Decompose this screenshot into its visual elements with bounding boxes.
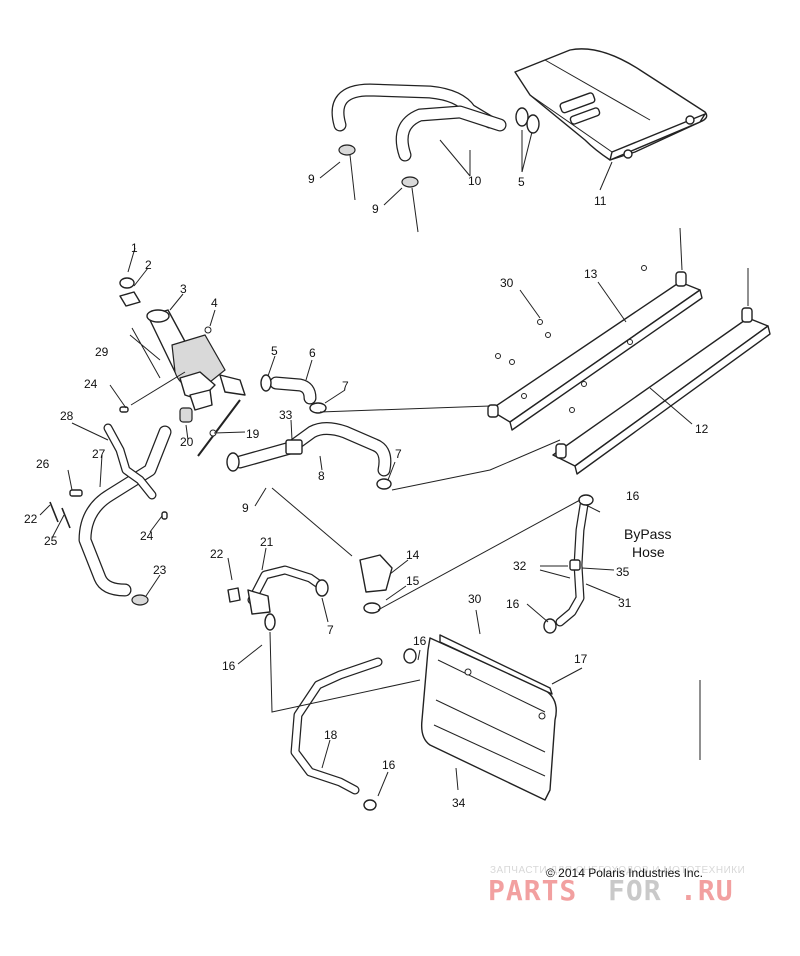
elbow-14-15 [359,554,393,614]
callout-11: 11 [594,194,607,208]
bypass-hose-note: ByPass Hose [624,526,671,560]
callout-5b: 5 [271,344,278,358]
callout-16e: 16 [626,489,640,503]
callout-23: 23 [153,563,167,577]
callout-7b: 7 [395,447,402,461]
callout-28: 28 [60,409,74,423]
bypass-tube-8 [226,422,392,490]
watermark-brand-parts: PARTS [488,874,577,907]
leader-lines-top [319,130,613,233]
hose-21-assembly [227,565,329,631]
callout-18: 18 [324,728,338,742]
callout-24b: 24 [140,529,154,543]
copyright-notice: © 2014 Polaris Industries Inc. [546,866,703,880]
callout-25: 25 [44,534,58,548]
watermark-brand-ru: .RU [680,874,734,907]
callout-16a: 16 [222,659,236,673]
watermark: ЗАПЧАСТИ ДЛЯ СНЕГОХОДОВ И МОТОТЕХНИКИ PA… [488,865,745,907]
callout-7a: 7 [342,379,349,393]
callout-3: 3 [180,282,187,296]
fastener-dots [495,265,647,413]
callout-14: 14 [406,548,420,562]
callout-2: 2 [145,258,152,272]
note-bypass: ByPass [624,526,671,542]
heat-exchanger-plate [514,48,708,161]
callout-30b: 30 [468,592,482,606]
callout-9b: 9 [372,202,379,216]
cooler-rails [487,271,771,475]
callout-31: 31 [618,596,632,610]
lower-hose-left [78,423,172,606]
callout-labels: 1 2 3 4 5 6 7 29 24 28 20 19 33 27 26 22… [24,172,709,810]
hose-18 [290,657,383,811]
callout-13: 13 [584,267,598,281]
callout-29: 29 [95,345,109,359]
exchanger-hoses [331,83,507,162]
callout-15: 15 [406,574,420,588]
bypass-hose-31 [543,494,594,634]
note-hose: Hose [632,544,665,560]
callout-35: 35 [616,565,630,579]
thermostat-outlet-hose [260,374,327,414]
callout-20: 20 [180,435,194,449]
callout-5a: 5 [518,175,525,189]
leader-lines-main [39,247,701,797]
callout-9a: 9 [308,172,315,186]
callout-8: 8 [318,469,325,483]
callout-6: 6 [309,346,316,360]
callout-34: 34 [452,796,466,810]
callout-10: 10 [468,174,482,188]
small-pins-left [49,489,83,529]
watermark-tagline: ЗАПЧАСТИ ДЛЯ СНЕГОХОДОВ И МОТОТЕХНИКИ [490,865,745,876]
callout-22a: 22 [24,512,38,526]
callout-16b: 16 [382,758,396,772]
callout-24a: 24 [84,377,98,391]
callout-30a: 30 [500,276,514,290]
callout-33: 33 [279,408,293,422]
callout-26: 26 [36,457,50,471]
callout-16d: 16 [506,597,520,611]
radiator-panel-17 [403,634,557,801]
callout-9c: 9 [242,501,249,515]
callout-16c: 16 [413,634,427,648]
callout-22b: 22 [210,547,224,561]
leader-lines-rails [519,227,749,425]
watermark-brand-for: FOR [608,874,662,907]
callout-27: 27 [92,447,106,461]
callout-19: 19 [246,427,260,441]
callout-1: 1 [131,241,138,255]
hose-clamps-top [515,107,540,134]
filler-neck-assembly [119,277,246,411]
callout-17: 17 [574,652,588,666]
rod-19 [197,399,241,457]
callout-7c: 7 [327,623,334,637]
hose-clamps-9 [338,144,419,188]
callout-4: 4 [211,296,218,310]
callout-12: 12 [695,422,709,436]
small-fittings-left [119,406,193,520]
callout-21: 21 [260,535,274,549]
callout-32: 32 [513,559,527,573]
